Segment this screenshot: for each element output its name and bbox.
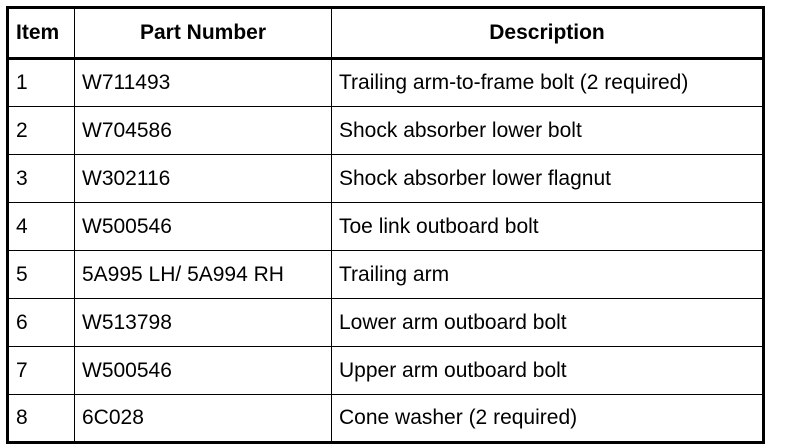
part-number-cell: 6C028: [74, 394, 332, 443]
item-cell: 3: [7, 154, 75, 203]
item-cell: 5: [7, 250, 75, 299]
description-cell: Upper arm outboard bolt: [331, 346, 764, 395]
item-cell: 8: [7, 394, 75, 443]
table-row: 8 6C028 Cone washer (2 required): [7, 394, 764, 443]
part-number-cell: W513798: [74, 298, 332, 347]
part-number-cell: W711493: [74, 58, 332, 107]
part-number-cell: W500546: [74, 346, 332, 395]
part-number-cell: 5A995 LH/ 5A994 RH: [74, 250, 332, 299]
description-cell: Shock absorber lower bolt: [331, 106, 764, 155]
part-number-cell: W302116: [74, 154, 332, 203]
header-row: Item Part Number Description: [7, 7, 764, 60]
parts-table: Item Part Number Description 1 W711493 T…: [6, 6, 765, 444]
description-column-header: Description: [331, 7, 764, 60]
part-number-cell: W500546: [74, 202, 332, 251]
item-cell: 2: [7, 106, 75, 155]
description-cell: Lower arm outboard bolt: [331, 298, 764, 347]
table-row: 1 W711493 Trailing arm-to-frame bolt (2 …: [7, 58, 764, 107]
table-row: 7 W500546 Upper arm outboard bolt: [7, 346, 764, 395]
item-cell: 6: [7, 298, 75, 347]
description-cell: Trailing arm-to-frame bolt (2 required): [331, 58, 764, 107]
part-number-cell: W704586: [74, 106, 332, 155]
item-cell: 4: [7, 202, 75, 251]
table-row: 6 W513798 Lower arm outboard bolt: [7, 298, 764, 347]
description-cell: Toe link outboard bolt: [331, 202, 764, 251]
description-cell: Cone washer (2 required): [331, 394, 764, 443]
table-row: 3 W302116 Shock absorber lower flagnut: [7, 154, 764, 203]
description-cell: Trailing arm: [331, 250, 764, 299]
table-row: 4 W500546 Toe link outboard bolt: [7, 202, 764, 251]
item-cell: 1: [7, 58, 75, 107]
table-row: 2 W704586 Shock absorber lower bolt: [7, 106, 764, 155]
part-number-column-header: Part Number: [74, 7, 332, 60]
table-row: 5 5A995 LH/ 5A994 RH Trailing arm: [7, 250, 764, 299]
item-cell: 7: [7, 346, 75, 395]
item-column-header: Item: [7, 7, 75, 60]
description-cell: Shock absorber lower flagnut: [331, 154, 764, 203]
